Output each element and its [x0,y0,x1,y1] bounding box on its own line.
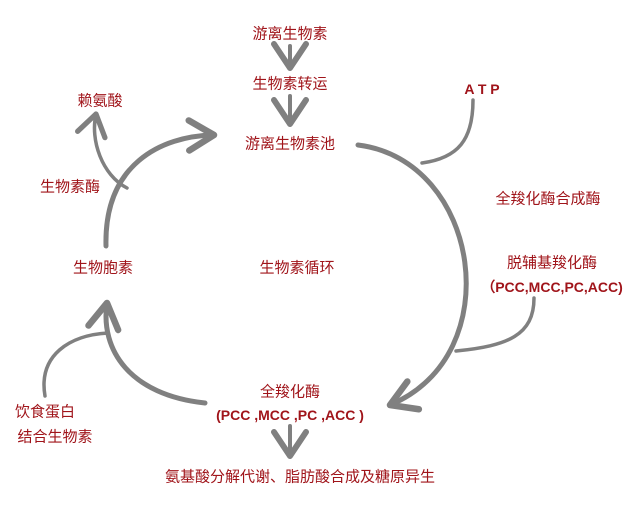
arc-biocytin-to-pool [103,117,218,249]
node-holocarboxylase-synthetase: 全羧化酶合成酶 [495,189,601,208]
branch-apocarboxylase [454,296,536,353]
node-diet-protein: 饮食蛋白 [14,402,76,421]
node-biocytin: 生物胞素 [72,258,134,277]
node-free-biotin-pool: 游离生物素池 [244,134,336,153]
node-biotinidase: 生物素酶 [39,177,101,196]
node-bound-biotin: 结合生物素 [17,427,93,446]
node-apocarboxylase: 脱辅基羧化酶 [506,253,598,272]
node-lysine: 赖氨酸 [77,91,123,110]
arc-pool-to-holocarboxylase [355,142,469,413]
branch-lysine [75,111,129,190]
node-holocarboxylase-list: (PCC ,MCC ,PC ,ACC ) [216,407,364,423]
node-apocarboxylase-list: （PCC,MCC,PC,ACC) [481,279,623,295]
node-biotin-transport: 生物素转运 [252,74,328,93]
branch-diet [42,331,110,398]
node-holocarboxylase: 全羧化酶 [259,382,321,401]
branch-atp [420,98,475,165]
node-atp: A T P [464,81,500,97]
cycle-label: 生物素循环 [259,258,335,277]
arc-holocarboxylase-to-biocytin [85,299,208,406]
node-free-biotin: 游离生物素 [252,24,328,43]
node-metabolism: 氨基酸分解代谢、脂肪酸合成及糖原异生 [164,467,436,486]
